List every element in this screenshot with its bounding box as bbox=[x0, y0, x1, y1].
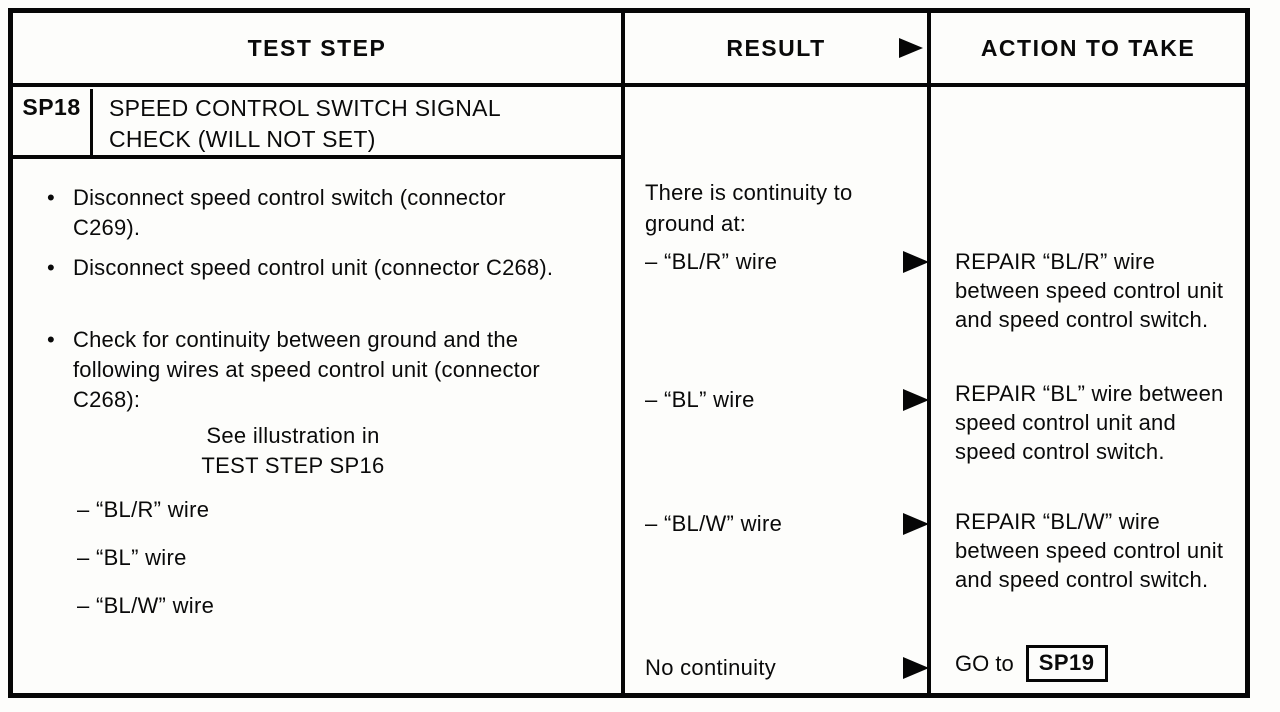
result-row: – “BL” wire bbox=[645, 387, 929, 413]
action-column: REPAIR “BL/R” wire between speed control… bbox=[931, 87, 1245, 694]
table-header-row: TEST STEP RESULT ACTION TO TAKE bbox=[13, 13, 1245, 87]
test-step-code: SP18 bbox=[13, 89, 93, 155]
test-step-title-box: SP18 SPEED CONTROL SWITCH SIGNAL CHECK (… bbox=[13, 89, 621, 159]
result-label: – “BL/W” wire bbox=[645, 511, 783, 536]
result-label: No continuity bbox=[645, 655, 777, 680]
right-arrow-icon bbox=[903, 513, 929, 535]
right-arrow-icon bbox=[899, 38, 923, 58]
go-to-label: GO to bbox=[955, 650, 1014, 676]
procedure-step-text: Check for continuity between ground and … bbox=[73, 327, 540, 412]
action-text: REPAIR “BL/R” wire between speed control… bbox=[955, 249, 1224, 332]
header-test-step-label: TEST STEP bbox=[247, 34, 387, 61]
header-action: ACTION TO TAKE bbox=[931, 13, 1245, 83]
go-to-target-box: SP19 bbox=[1025, 645, 1108, 682]
wire-list-item: – “BL” wire bbox=[77, 545, 187, 570]
bullet-icon: • bbox=[47, 255, 55, 280]
right-arrow-icon bbox=[903, 389, 929, 411]
header-result-label: RESULT bbox=[726, 34, 826, 61]
procedure-step: • Disconnect speed control switch (conne… bbox=[47, 183, 575, 243]
result-column: There is continuity to ground at: – “BL/… bbox=[625, 87, 931, 694]
illustration-note-line2: TEST STEP SP16 bbox=[201, 453, 385, 478]
procedure-step-text: Disconnect speed control unit (connector… bbox=[73, 255, 554, 280]
action-text: REPAIR “BL” wire between speed control u… bbox=[955, 381, 1224, 464]
result-row: – “BL/R” wire bbox=[645, 249, 929, 275]
header-result: RESULT bbox=[625, 13, 931, 83]
result-intro: There is continuity to ground at: bbox=[645, 180, 853, 236]
result-label: – “BL” wire bbox=[645, 387, 755, 412]
right-arrow-icon bbox=[903, 657, 929, 679]
wire-list-item: – “BL/W” wire bbox=[77, 593, 215, 618]
result-label: – “BL/R” wire bbox=[645, 249, 778, 274]
illustration-note: See illustration in TEST STEP SP16 bbox=[73, 421, 513, 481]
result-row: – “BL/W” wire bbox=[645, 511, 929, 537]
go-to-row: GO to SP19 bbox=[955, 645, 1108, 682]
table-body-row: SP18 SPEED CONTROL SWITCH SIGNAL CHECK (… bbox=[13, 87, 1245, 694]
illustration-note-line1: See illustration in bbox=[206, 423, 380, 448]
procedure-step-text: Disconnect speed control switch (connect… bbox=[73, 185, 506, 240]
test-step-title: SPEED CONTROL SWITCH SIGNAL CHECK (WILL … bbox=[109, 95, 501, 152]
wire-list-item: – “BL/R” wire bbox=[77, 497, 210, 522]
bullet-icon: • bbox=[47, 327, 55, 352]
procedure-step: • Check for continuity between ground an… bbox=[47, 325, 575, 415]
header-test-step: TEST STEP bbox=[13, 13, 625, 83]
diagnostic-table: TEST STEP RESULT ACTION TO TAKE SP18 SPE… bbox=[8, 8, 1250, 698]
procedure-step: • Disconnect speed control unit (connect… bbox=[47, 253, 575, 283]
result-row: No continuity bbox=[645, 655, 929, 681]
header-action-label: ACTION TO TAKE bbox=[980, 34, 1196, 61]
test-step-column: SP18 SPEED CONTROL SWITCH SIGNAL CHECK (… bbox=[13, 87, 625, 694]
action-text: REPAIR “BL/W” wire between speed control… bbox=[955, 509, 1224, 592]
bullet-icon: • bbox=[47, 185, 55, 210]
right-arrow-icon bbox=[903, 251, 929, 273]
